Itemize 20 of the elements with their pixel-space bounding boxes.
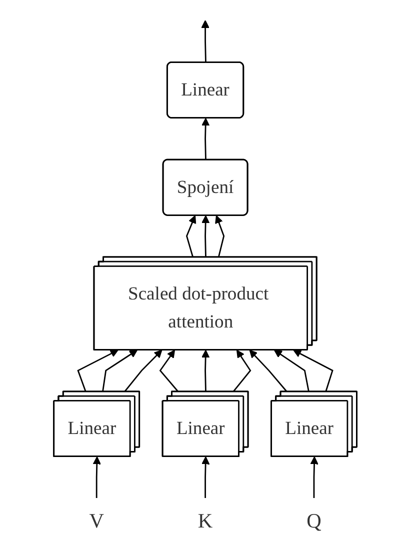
arrow — [102, 350, 138, 392]
node-text: V — [88, 508, 104, 532]
node-text: K — [198, 508, 212, 532]
arrow — [310, 456, 318, 498]
node-text: Q — [306, 508, 322, 532]
arrow — [201, 118, 210, 160]
arrow — [292, 350, 334, 392]
arrow — [76, 350, 118, 392]
arrow — [232, 350, 251, 392]
arrow — [186, 215, 196, 258]
arrow — [248, 350, 288, 392]
arrow — [92, 456, 101, 498]
arrow — [201, 215, 210, 258]
arrow — [124, 350, 162, 392]
arrow — [214, 215, 224, 258]
arrow — [200, 20, 210, 63]
arrow — [201, 350, 210, 392]
arrow — [274, 350, 310, 392]
arrow — [159, 350, 179, 392]
arrow — [201, 456, 210, 498]
